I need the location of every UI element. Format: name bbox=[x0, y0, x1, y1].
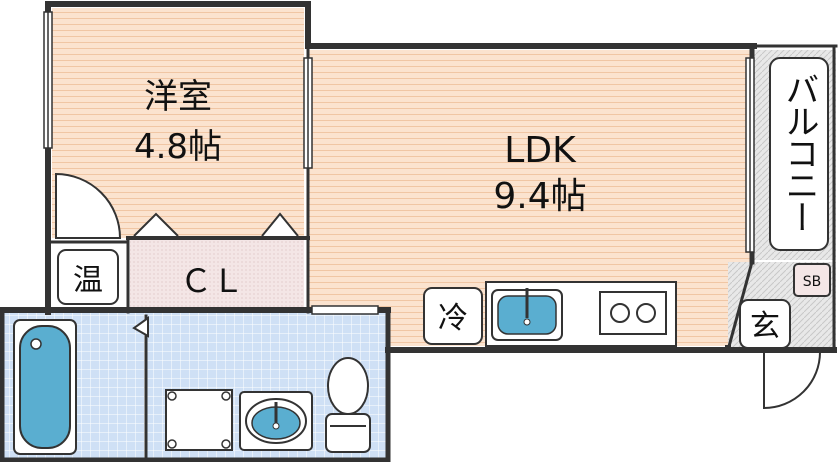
entrance-label-box: 玄 bbox=[739, 299, 791, 349]
refrigerator: 冷 bbox=[423, 287, 483, 345]
balcony-label-box: バルコニー bbox=[769, 57, 829, 251]
ldk-name: LDK bbox=[504, 130, 577, 171]
wash-basin bbox=[239, 391, 313, 451]
refrigerator-label: 冷 bbox=[438, 301, 468, 336]
western-room-size: 4.8帖 bbox=[134, 127, 222, 167]
shoe-box: SB bbox=[793, 263, 831, 297]
closet bbox=[130, 238, 304, 310]
closet-doors[interactable] bbox=[133, 212, 299, 237]
balcony-label: バルコニー bbox=[779, 72, 819, 232]
toilet bbox=[325, 357, 371, 453]
shoe-box-label: SB bbox=[803, 274, 822, 290]
closet-label: ＣＬ bbox=[180, 262, 244, 300]
entrance-label: 玄 bbox=[750, 309, 780, 344]
windows bbox=[43, 11, 755, 315]
water-heater: 温 bbox=[57, 249, 119, 305]
entrance-door[interactable] bbox=[763, 351, 822, 410]
bathroom-door[interactable] bbox=[132, 316, 149, 338]
water-heater-label: 温 bbox=[73, 263, 103, 298]
stove bbox=[599, 291, 667, 335]
ldk-size: 9.4帖 bbox=[493, 176, 586, 217]
washing-machine-space bbox=[165, 389, 233, 451]
western-room-name: 洋室 bbox=[144, 77, 212, 117]
bathtub bbox=[13, 319, 77, 455]
western-room-door[interactable] bbox=[55, 172, 122, 239]
